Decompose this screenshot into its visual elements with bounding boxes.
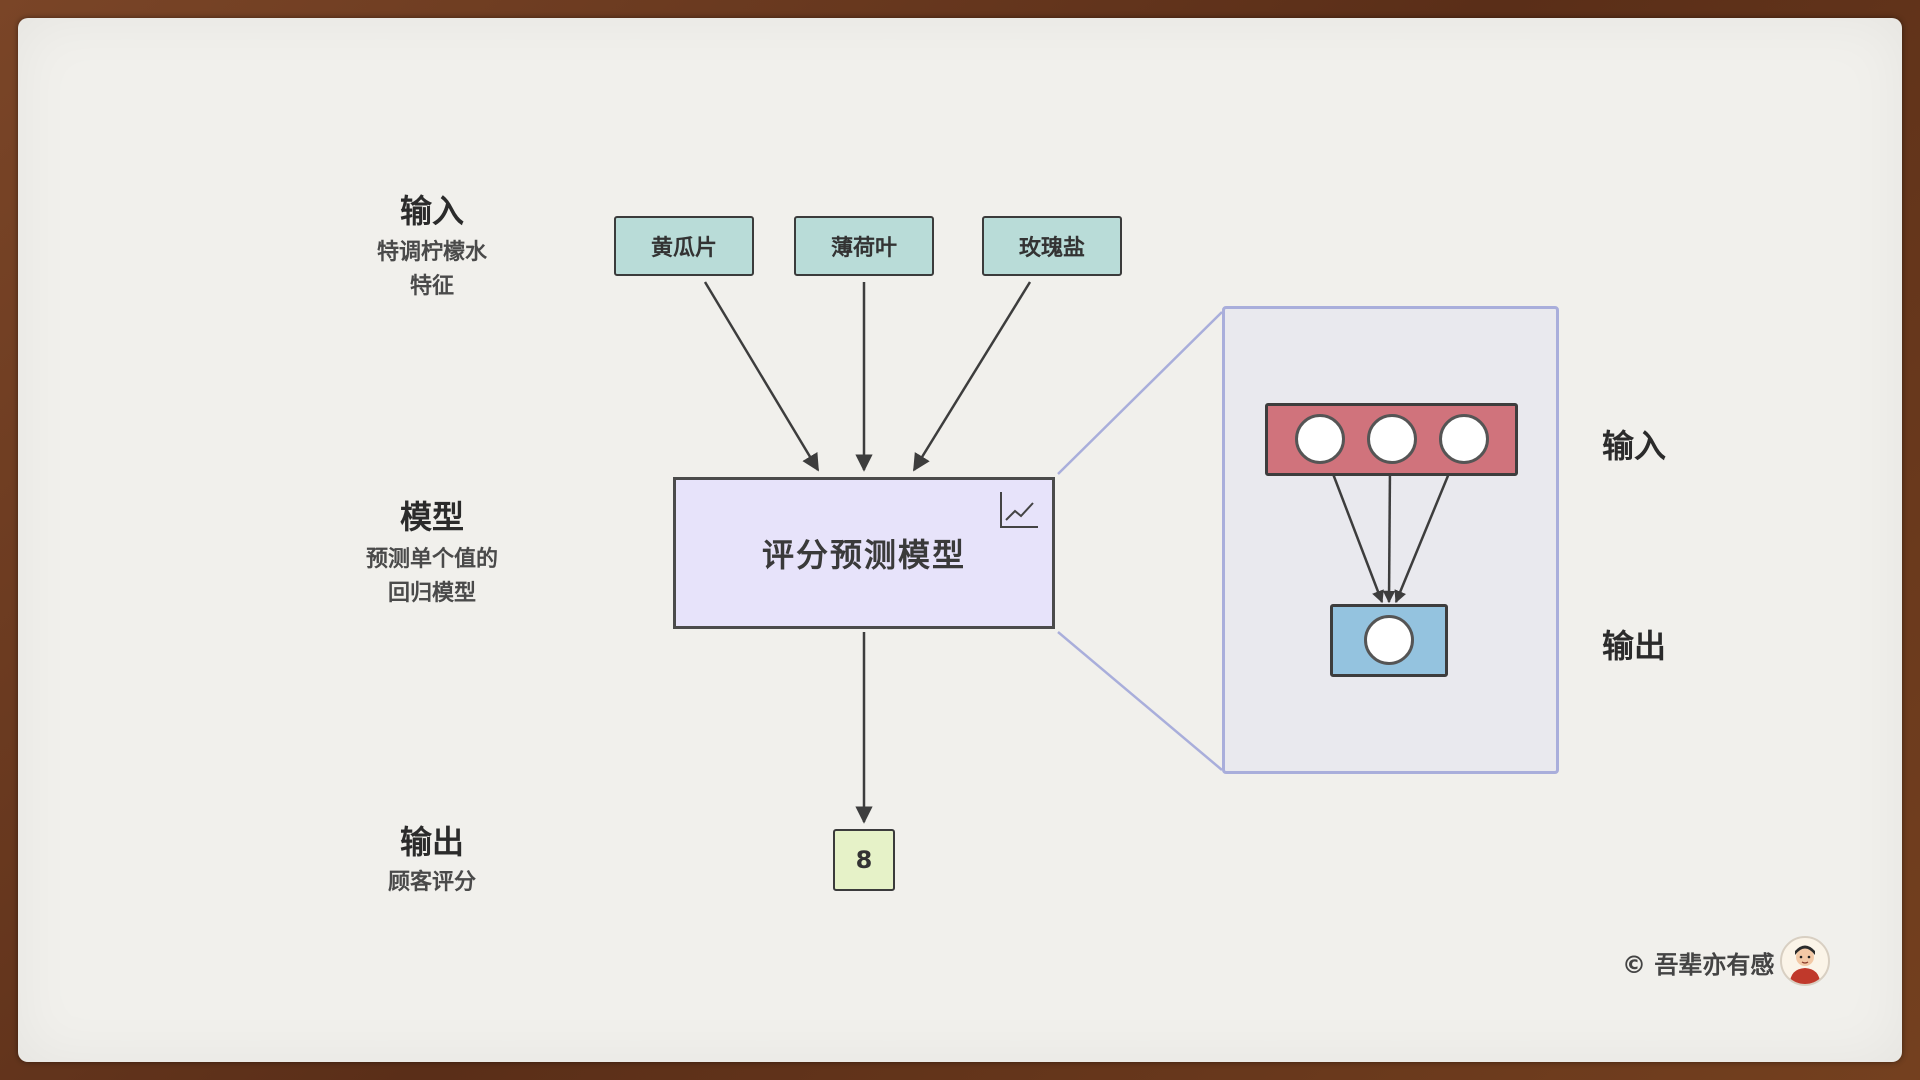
output-neuron [1364, 615, 1414, 665]
zoom-line-top [1057, 311, 1223, 475]
nn-output-layer [1330, 604, 1448, 677]
model-label: 评分预测模型 [761, 536, 966, 574]
model-title: 模型 [399, 498, 464, 536]
input-neuron-3 [1439, 414, 1489, 464]
model-subtitle-line2: 回归模型 [387, 581, 476, 606]
model-box: 评分预测模型 [673, 477, 1055, 629]
output-value-box: 8 [833, 829, 895, 891]
copyright-credit: © 吾辈亦有感 [1622, 951, 1775, 979]
nn-edge-2 [1382, 465, 1396, 604]
feature-box-mint: 薄荷叶 [794, 216, 934, 276]
arrow-feature1-to-model [703, 281, 820, 472]
output-subtitle: 顾客评分 [387, 870, 476, 895]
nn-edge-1 [1328, 465, 1384, 604]
input-title: 输入 [399, 192, 464, 230]
input-neuron-1 [1295, 414, 1345, 464]
nn-input-label: 输入 [1602, 427, 1667, 465]
line-chart-icon [998, 490, 1040, 538]
input-subtitle-line1: 特调柠檬水 [376, 240, 487, 265]
zoom-line-bottom [1057, 631, 1223, 771]
input-subtitle-line2: 特征 [409, 274, 454, 299]
feature-box-rose-salt: 玫瑰盐 [982, 216, 1122, 276]
nn-edge-3 [1394, 465, 1454, 604]
model-subtitle-line1: 预测单个值的 [365, 547, 498, 572]
input-neuron-2 [1367, 414, 1417, 464]
feature-box-cucumber: 黄瓜片 [614, 216, 754, 276]
output-title: 输出 [399, 823, 464, 861]
arrow-feature3-to-model [912, 281, 1032, 472]
nn-output-label: 输出 [1602, 627, 1667, 665]
author-avatar [1780, 936, 1830, 986]
nn-input-layer [1265, 403, 1518, 476]
